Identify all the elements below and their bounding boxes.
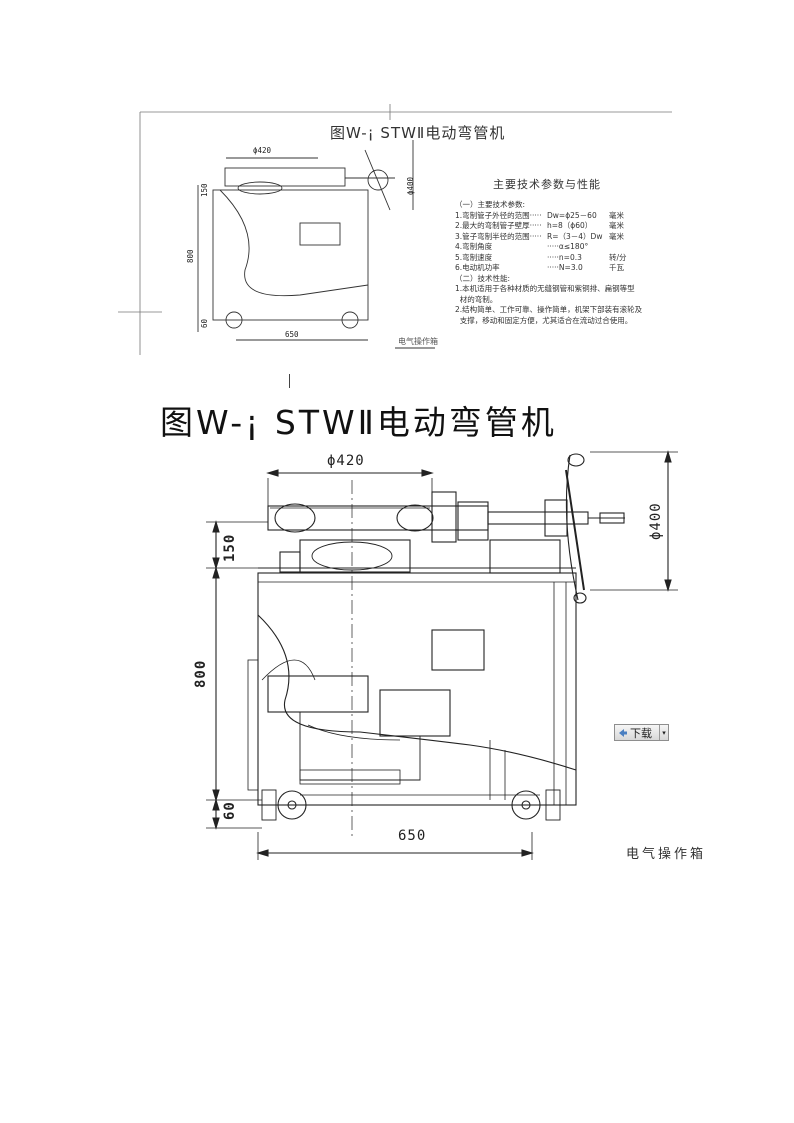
separator-tick <box>289 374 290 388</box>
main-dim-650: 650 <box>398 828 427 844</box>
main-dim-150: 150 <box>222 533 238 562</box>
main-caption-cabinet: 电气操作箱 <box>626 847 707 862</box>
spec-row-label: 4.弯制角度 <box>455 242 493 251</box>
spec-note: 支撑，移动和固定方便，尤其适合在流动过合使用。 <box>455 315 633 325</box>
top-dim-800: 800 <box>186 249 195 263</box>
top-drawing-lines <box>118 104 672 355</box>
spec-row-unit: 转/分 <box>609 252 627 262</box>
top-drawing-sheet: 图W-¡ STWⅡ电动弯管机 ϕ420 ϕ400 150 800 60 650 … <box>0 100 794 370</box>
top-dim-d400: ϕ400 <box>406 176 415 195</box>
spec-row-label: 3.管子弯制半径的范围····· <box>455 231 542 241</box>
download-button-label: 下载 <box>630 726 652 740</box>
top-dim-60: 60 <box>200 318 209 328</box>
spec-row: 2.最大的弯制管子壁厚····· h=8（ϕ60） 毫米 <box>455 221 685 232</box>
spec-row-label: 5.弯制速度 <box>455 252 493 262</box>
spec-heading: 主要技术参数与性能 <box>493 178 601 191</box>
main-dim-d420: ϕ420 <box>327 453 365 469</box>
download-button[interactable]: 下载 ▾ <box>614 724 669 741</box>
spec-row-unit: 毫米 <box>609 210 624 220</box>
chevron-down-icon[interactable]: ▾ <box>659 725 668 740</box>
spec-row: 5.弯制速度 ·····n=0.3 转/分 <box>455 253 685 264</box>
spec-row-value: R=（3－4）Dw <box>547 231 603 241</box>
main-dim-800: 800 <box>193 659 209 688</box>
spec-section-2: （二）技术性能: <box>455 273 511 283</box>
spec-row-value: ·····n=0.3 <box>547 252 582 262</box>
spec-note: 2.结构简单、工作可靠、操作简单，机架下部装有滚轮及 <box>455 305 643 314</box>
main-dim-d400: ϕ400 <box>648 502 664 540</box>
top-dim-d420: ϕ420 <box>253 146 272 155</box>
main-drawing <box>206 450 678 860</box>
spec-row-value: ·····N=3.0 <box>547 263 583 272</box>
spec-section-1: （一）主要技术参数: <box>455 200 526 209</box>
spec-row-unit: 毫米 <box>609 221 624 230</box>
spec-row: 6.电动机功率 ·····N=3.0 千瓦 <box>455 263 685 274</box>
download-arrow-icon <box>618 728 628 738</box>
spec-row-value: ·····α≤180° <box>547 242 589 251</box>
top-caption-cabinet: 电气操作箱 <box>398 337 438 346</box>
spec-row: 3.管子弯制半径的范围····· R=（3－4）Dw 毫米 <box>455 232 685 243</box>
spec-row-label: 1.弯制管子外径的范围····· <box>455 210 542 220</box>
top-dim-650: 650 <box>285 330 299 339</box>
spec-row: 4.弯制角度 ·····α≤180° <box>455 242 685 253</box>
main-figure-title: 图W-¡ STWⅡ电动弯管机 <box>160 403 557 442</box>
spec-row-label: 2.最大的弯制管子壁厚····· <box>455 221 542 230</box>
main-dim-60: 60 <box>222 801 238 820</box>
top-figure-title: 图W-¡ STWⅡ电动弯管机 <box>330 124 506 142</box>
spec-row-value: h=8（ϕ60） <box>547 221 593 230</box>
spec-row-label: 6.电动机功率 <box>455 263 500 272</box>
spec-row: 1.弯制管子外径的范围····· Dw=ϕ25－60 毫米 <box>455 211 685 222</box>
spec-note: 材的弯制。 <box>455 294 498 304</box>
top-dim-150: 150 <box>200 183 209 197</box>
spec-block: 主要技术参数与性能 （一）主要技术参数: 1.弯制管子外径的范围····· Dw… <box>455 176 685 326</box>
spec-note: 1.本机适用于各种材质的无缝钢管和紫铜排、扁钢等型 <box>455 284 635 293</box>
spec-row-value: Dw=ϕ25－60 <box>547 210 597 220</box>
spec-row-unit: 毫米 <box>609 231 624 241</box>
spec-row-unit: 千瓦 <box>609 263 624 272</box>
